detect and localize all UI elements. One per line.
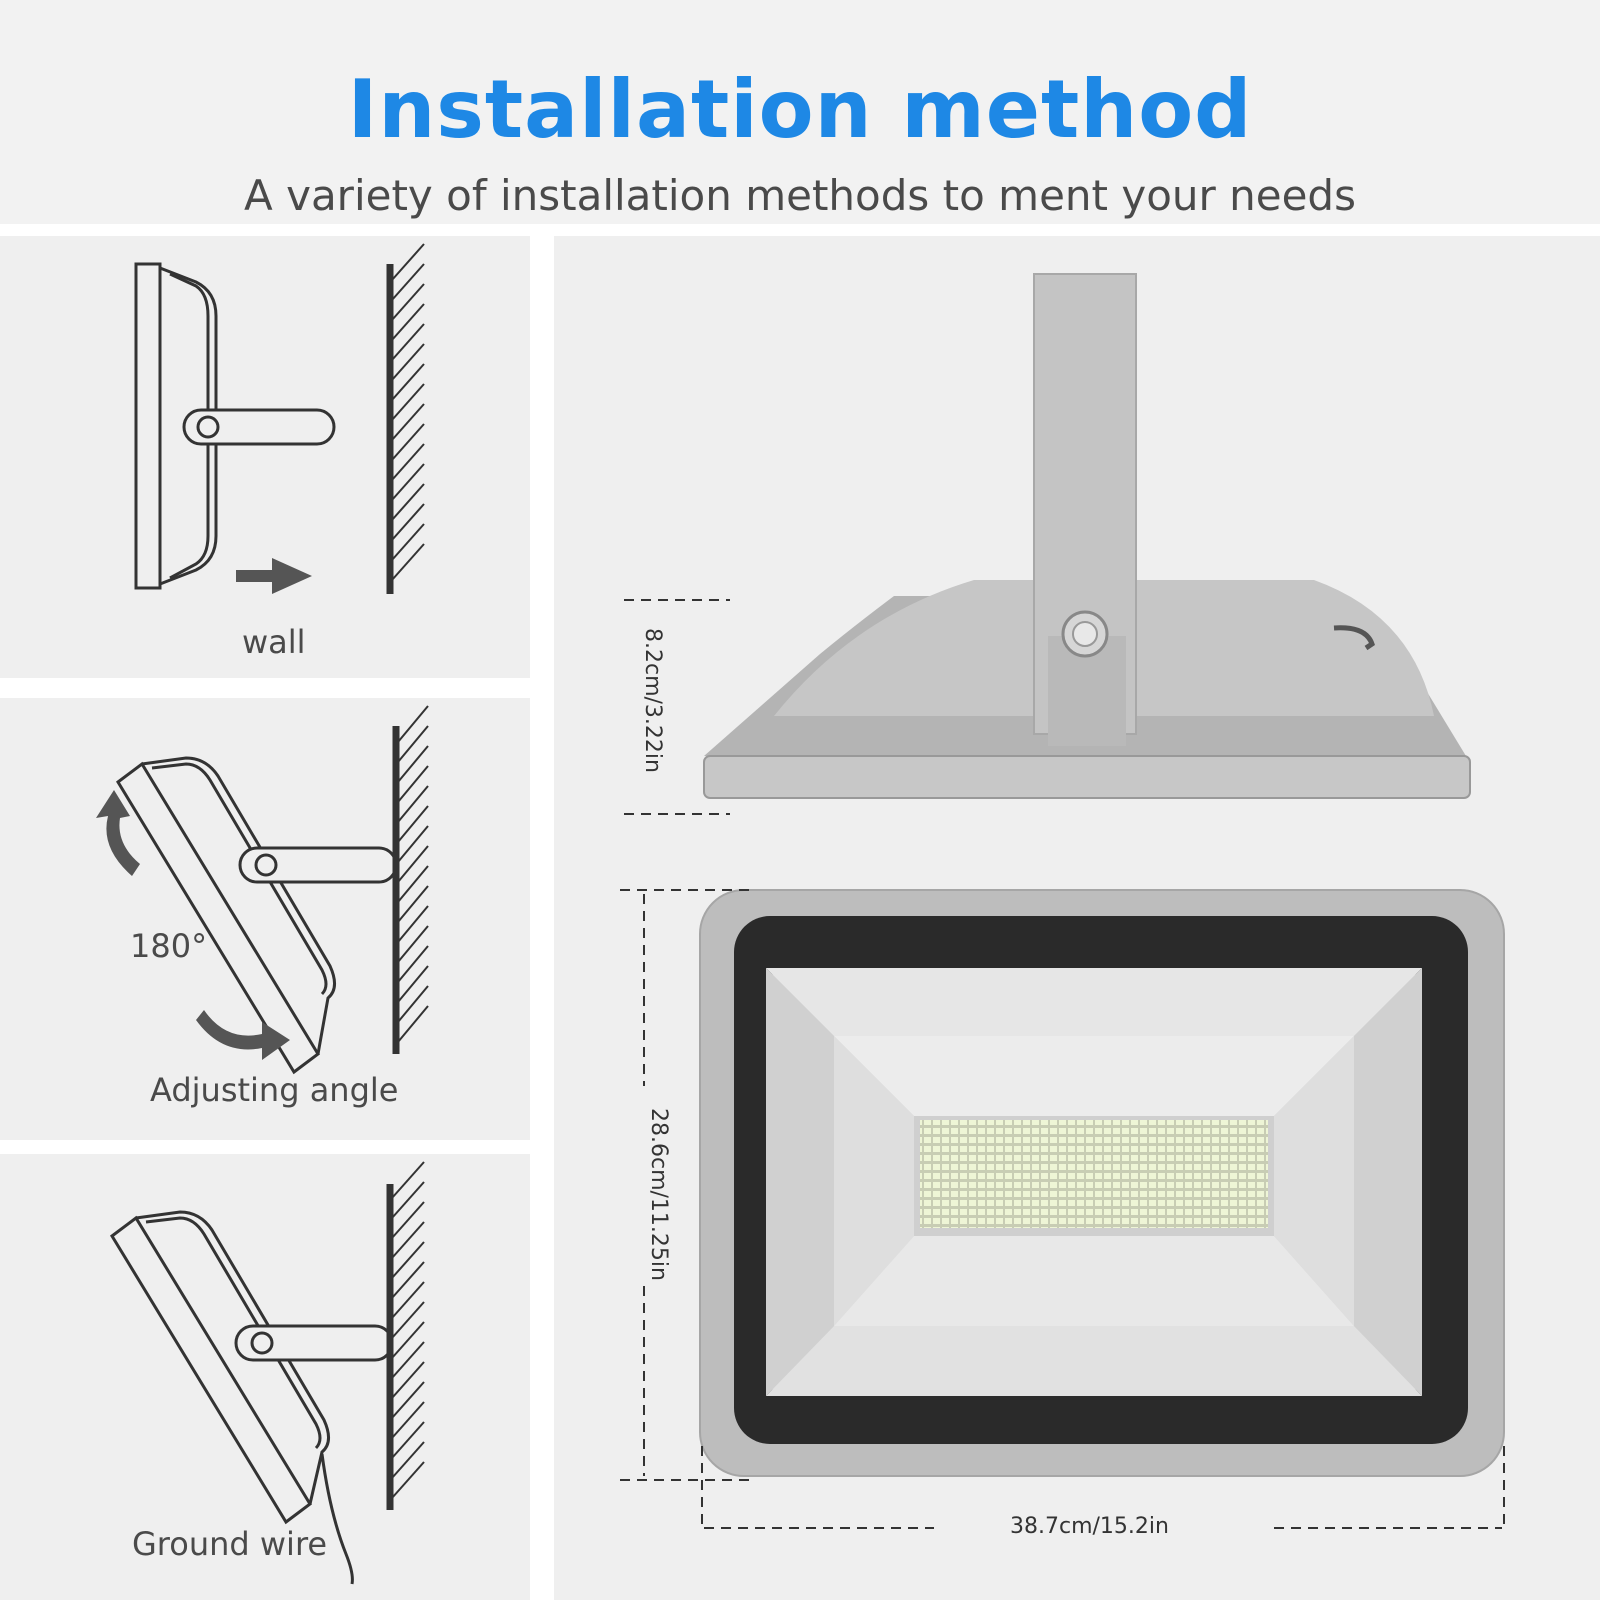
bracket xyxy=(234,1324,394,1362)
side-height-label: 8.2cm/3.22in xyxy=(640,628,665,773)
front-height-label: 28.6cm/11.25in xyxy=(646,1108,671,1281)
lamp-body xyxy=(141,756,336,1055)
width-label: 38.7cm/15.2in xyxy=(1010,1514,1169,1539)
wall-hatch xyxy=(392,705,429,1054)
page-title: Installation method xyxy=(347,63,1253,156)
wall-label: wall xyxy=(242,623,306,661)
bracket-bolt xyxy=(250,1331,274,1355)
width-dimension xyxy=(701,1446,1505,1529)
bracket xyxy=(238,846,398,884)
ground-wire-diagram xyxy=(110,1161,425,1585)
rotate-up-icon xyxy=(96,790,140,876)
front-height-dimension xyxy=(620,889,754,1481)
bracket xyxy=(182,408,336,446)
lamp-front-view xyxy=(699,889,1505,1477)
bracket-bolt xyxy=(196,415,220,439)
wall-mount-diagram xyxy=(134,243,425,594)
lamp-front-plate xyxy=(110,1215,312,1525)
lamp-front-plate xyxy=(134,262,162,590)
page-subtitle: A variety of installation methods to men… xyxy=(244,171,1356,220)
lamp-side-view xyxy=(703,273,1471,799)
angle-caption: Adjusting angle xyxy=(150,1071,399,1109)
product-diagram xyxy=(620,273,1505,1529)
rotate-down-icon xyxy=(196,1010,290,1060)
led-array xyxy=(920,1120,1268,1228)
panel-product-dimensions: 8.2cm/3.22in 28.6cm/11.25in 38.7cm/15.2i… xyxy=(554,236,1600,1600)
angle-diagram xyxy=(96,705,429,1075)
bracket-bolt xyxy=(254,853,278,877)
ground-wire-label: Ground wire xyxy=(132,1525,328,1563)
panel-wall-mount: wall xyxy=(0,236,530,678)
wall-hatch xyxy=(386,243,425,594)
wall-hatch xyxy=(386,1161,425,1510)
arrow-right-icon xyxy=(236,558,312,594)
panel-ground-wire: Ground wire xyxy=(0,1154,530,1600)
header: Installation method A variety of install… xyxy=(0,0,1600,224)
side-height-dimension xyxy=(624,599,730,815)
angle-value: 180° xyxy=(130,927,208,965)
panel-adjusting-angle: 180° Adjusting angle xyxy=(0,698,530,1140)
ground-wire xyxy=(320,1453,354,1585)
